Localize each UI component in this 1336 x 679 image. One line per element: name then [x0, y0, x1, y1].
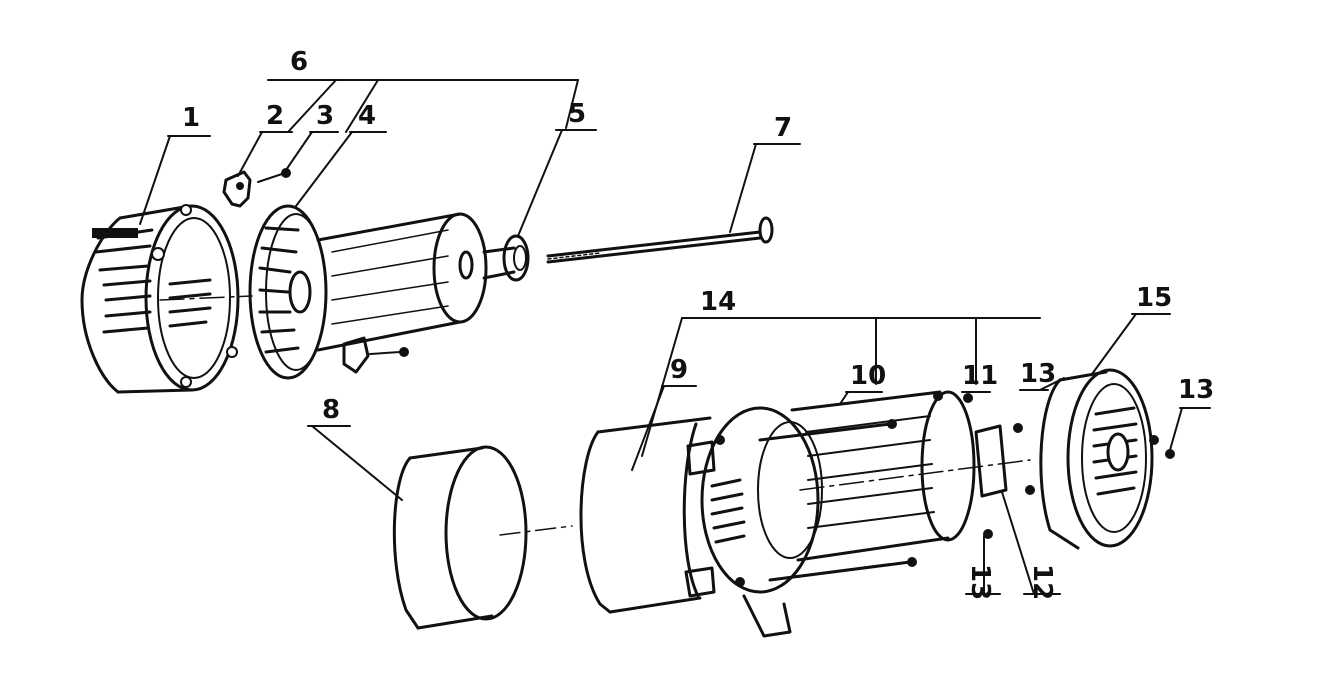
label-11: 11 [962, 361, 998, 391]
through-bolt [546, 216, 774, 264]
label-10: 10 [850, 361, 886, 391]
cover-band [392, 445, 573, 630]
label-7: 7 [774, 113, 792, 143]
brush-holder [963, 393, 1035, 539]
label-8: 8 [322, 395, 340, 425]
label-4: 4 [358, 101, 376, 131]
part-numbers: 6 1 2 3 4 5 7 8 9 10 11 13 14 15 13 13 1… [182, 47, 1214, 600]
rotor [316, 212, 530, 374]
label-12: 12 [1027, 564, 1057, 600]
label-13-bottom: 13 [965, 564, 995, 600]
stator-assembly [682, 390, 1031, 638]
label-15: 15 [1136, 283, 1172, 313]
cooling-fan [248, 204, 328, 380]
label-2: 2 [266, 101, 284, 131]
label-9: 9 [670, 355, 688, 385]
stator-housing [579, 416, 712, 614]
label-6: 6 [290, 47, 308, 77]
label-5: 5 [568, 99, 586, 129]
clamp-bracket [222, 170, 252, 208]
rear-end-cover [1039, 368, 1175, 550]
label-1: 1 [182, 103, 200, 133]
label-13-top: 13 [1020, 359, 1056, 389]
small-screw [257, 168, 291, 183]
label-13-right: 13 [1178, 375, 1214, 405]
label-14: 14 [700, 287, 736, 317]
front-end-cover [80, 204, 253, 394]
label-3: 3 [316, 101, 334, 131]
leader-lines [139, 79, 1211, 595]
